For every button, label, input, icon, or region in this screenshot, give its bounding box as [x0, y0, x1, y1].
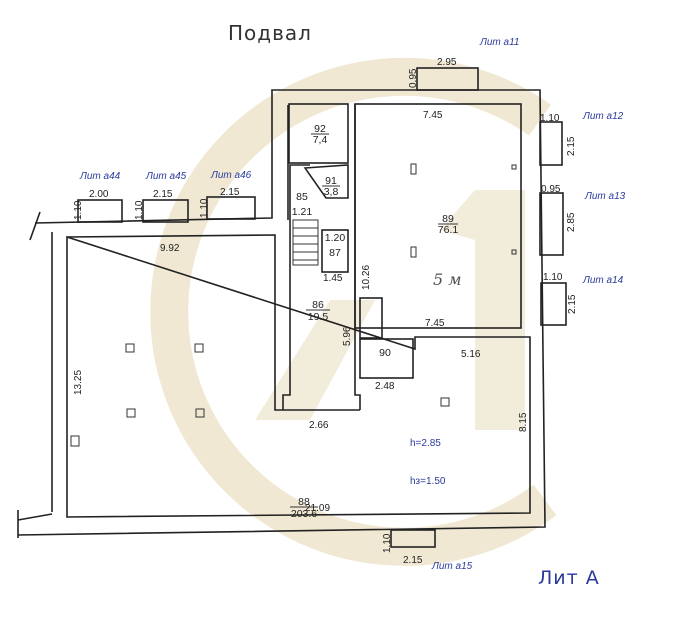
room-85-number: 85	[296, 191, 308, 203]
label-a13: Лит а13	[584, 191, 626, 202]
svg-text:2.15: 2.15	[566, 136, 577, 156]
room-92	[288, 103, 349, 164]
room-91	[303, 164, 349, 199]
svg-text:9.92: 9.92	[160, 243, 180, 254]
room-90-number: 90	[379, 347, 391, 359]
label-a44: Лит а44	[79, 171, 121, 182]
svg-text:1.10: 1.10	[382, 533, 393, 553]
dimensions: 2.95 0.95 1.10 2.15 0.95 2.85 1.10 2.15 …	[73, 57, 578, 566]
label-a15: Лит а15	[431, 561, 473, 572]
svg-text:1.10: 1.10	[134, 200, 145, 220]
room-89-area: 76.1	[438, 224, 459, 236]
svg-text:1.10: 1.10	[73, 200, 84, 220]
svg-text:1.10: 1.10	[199, 198, 210, 218]
svg-text:2.48: 2.48	[375, 381, 395, 392]
label-a12: Лит а12	[582, 111, 624, 122]
room-90	[359, 338, 414, 379]
svg-text:1.10: 1.10	[543, 272, 563, 283]
room-fraction-lines	[290, 133, 458, 508]
floor-depth: hз=1.50	[410, 476, 446, 487]
svg-text:21.09: 21.09	[305, 503, 330, 514]
svg-text:1.10: 1.10	[540, 113, 560, 124]
plan-title: Подвал	[228, 21, 312, 45]
svg-text:13.25: 13.25	[73, 370, 84, 395]
svg-text:5.96: 5.96	[342, 326, 353, 346]
label-a14: Лит а14	[582, 275, 624, 286]
svg-text:2.15: 2.15	[403, 555, 423, 566]
ceiling-height: h=2.85	[410, 438, 441, 449]
stair-small	[359, 297, 383, 339]
svg-text:8.15: 8.15	[518, 412, 529, 432]
annex-a46	[206, 196, 256, 220]
room-91-number: 91	[325, 175, 337, 187]
svg-text:2.85: 2.85	[566, 212, 577, 232]
svg-text:2.15: 2.15	[567, 294, 578, 314]
annex-a11	[416, 67, 479, 91]
annex-a45	[142, 199, 189, 223]
room-89	[354, 103, 522, 329]
room-86-number: 86	[312, 299, 324, 311]
svg-text:2.00: 2.00	[89, 189, 109, 200]
svg-text:5.16: 5.16	[461, 349, 481, 360]
annex-a12	[539, 121, 563, 166]
room-92-number: 92	[314, 123, 326, 135]
annex-a14	[540, 282, 567, 326]
svg-text:7.45: 7.45	[423, 110, 443, 121]
room-88-number: 88	[298, 496, 310, 508]
annex-a13	[539, 192, 564, 256]
room-86-area: 19.5	[308, 311, 329, 323]
room-88-area: 203.6	[291, 508, 317, 520]
room-87-dim: 1.20	[325, 232, 346, 244]
handwritten-note: 5 м	[433, 270, 462, 289]
svg-text:2.95: 2.95	[437, 57, 457, 68]
annex-a44	[77, 199, 123, 223]
label-a45: Лит а45	[145, 171, 187, 182]
svg-text:0.95: 0.95	[541, 184, 561, 195]
room-87-number: 87	[329, 247, 341, 259]
svg-text:2.66: 2.66	[309, 420, 329, 431]
sheet-label: Лит А	[538, 567, 600, 589]
room-89-number: 89	[442, 213, 454, 225]
c21-watermark	[150, 57, 557, 566]
svg-text:2.15: 2.15	[153, 189, 173, 200]
staircase	[292, 219, 319, 266]
room-85-dim: 1.21	[292, 206, 313, 218]
label-a11: Лит а11	[479, 37, 519, 48]
svg-text:1.45: 1.45	[323, 273, 343, 284]
room-92-area: 7,4	[313, 134, 328, 146]
svg-text:10.26: 10.26	[361, 265, 372, 290]
room-91-area: 3,8	[324, 186, 339, 198]
svg-text:0.95: 0.95	[408, 68, 419, 88]
walls	[17, 67, 567, 548]
label-a46: Лит а46	[210, 170, 252, 181]
svg-text:7.45: 7.45	[425, 318, 445, 329]
room-87	[321, 229, 349, 273]
annex-a15	[390, 529, 436, 548]
svg-text:2.15: 2.15	[220, 187, 240, 198]
